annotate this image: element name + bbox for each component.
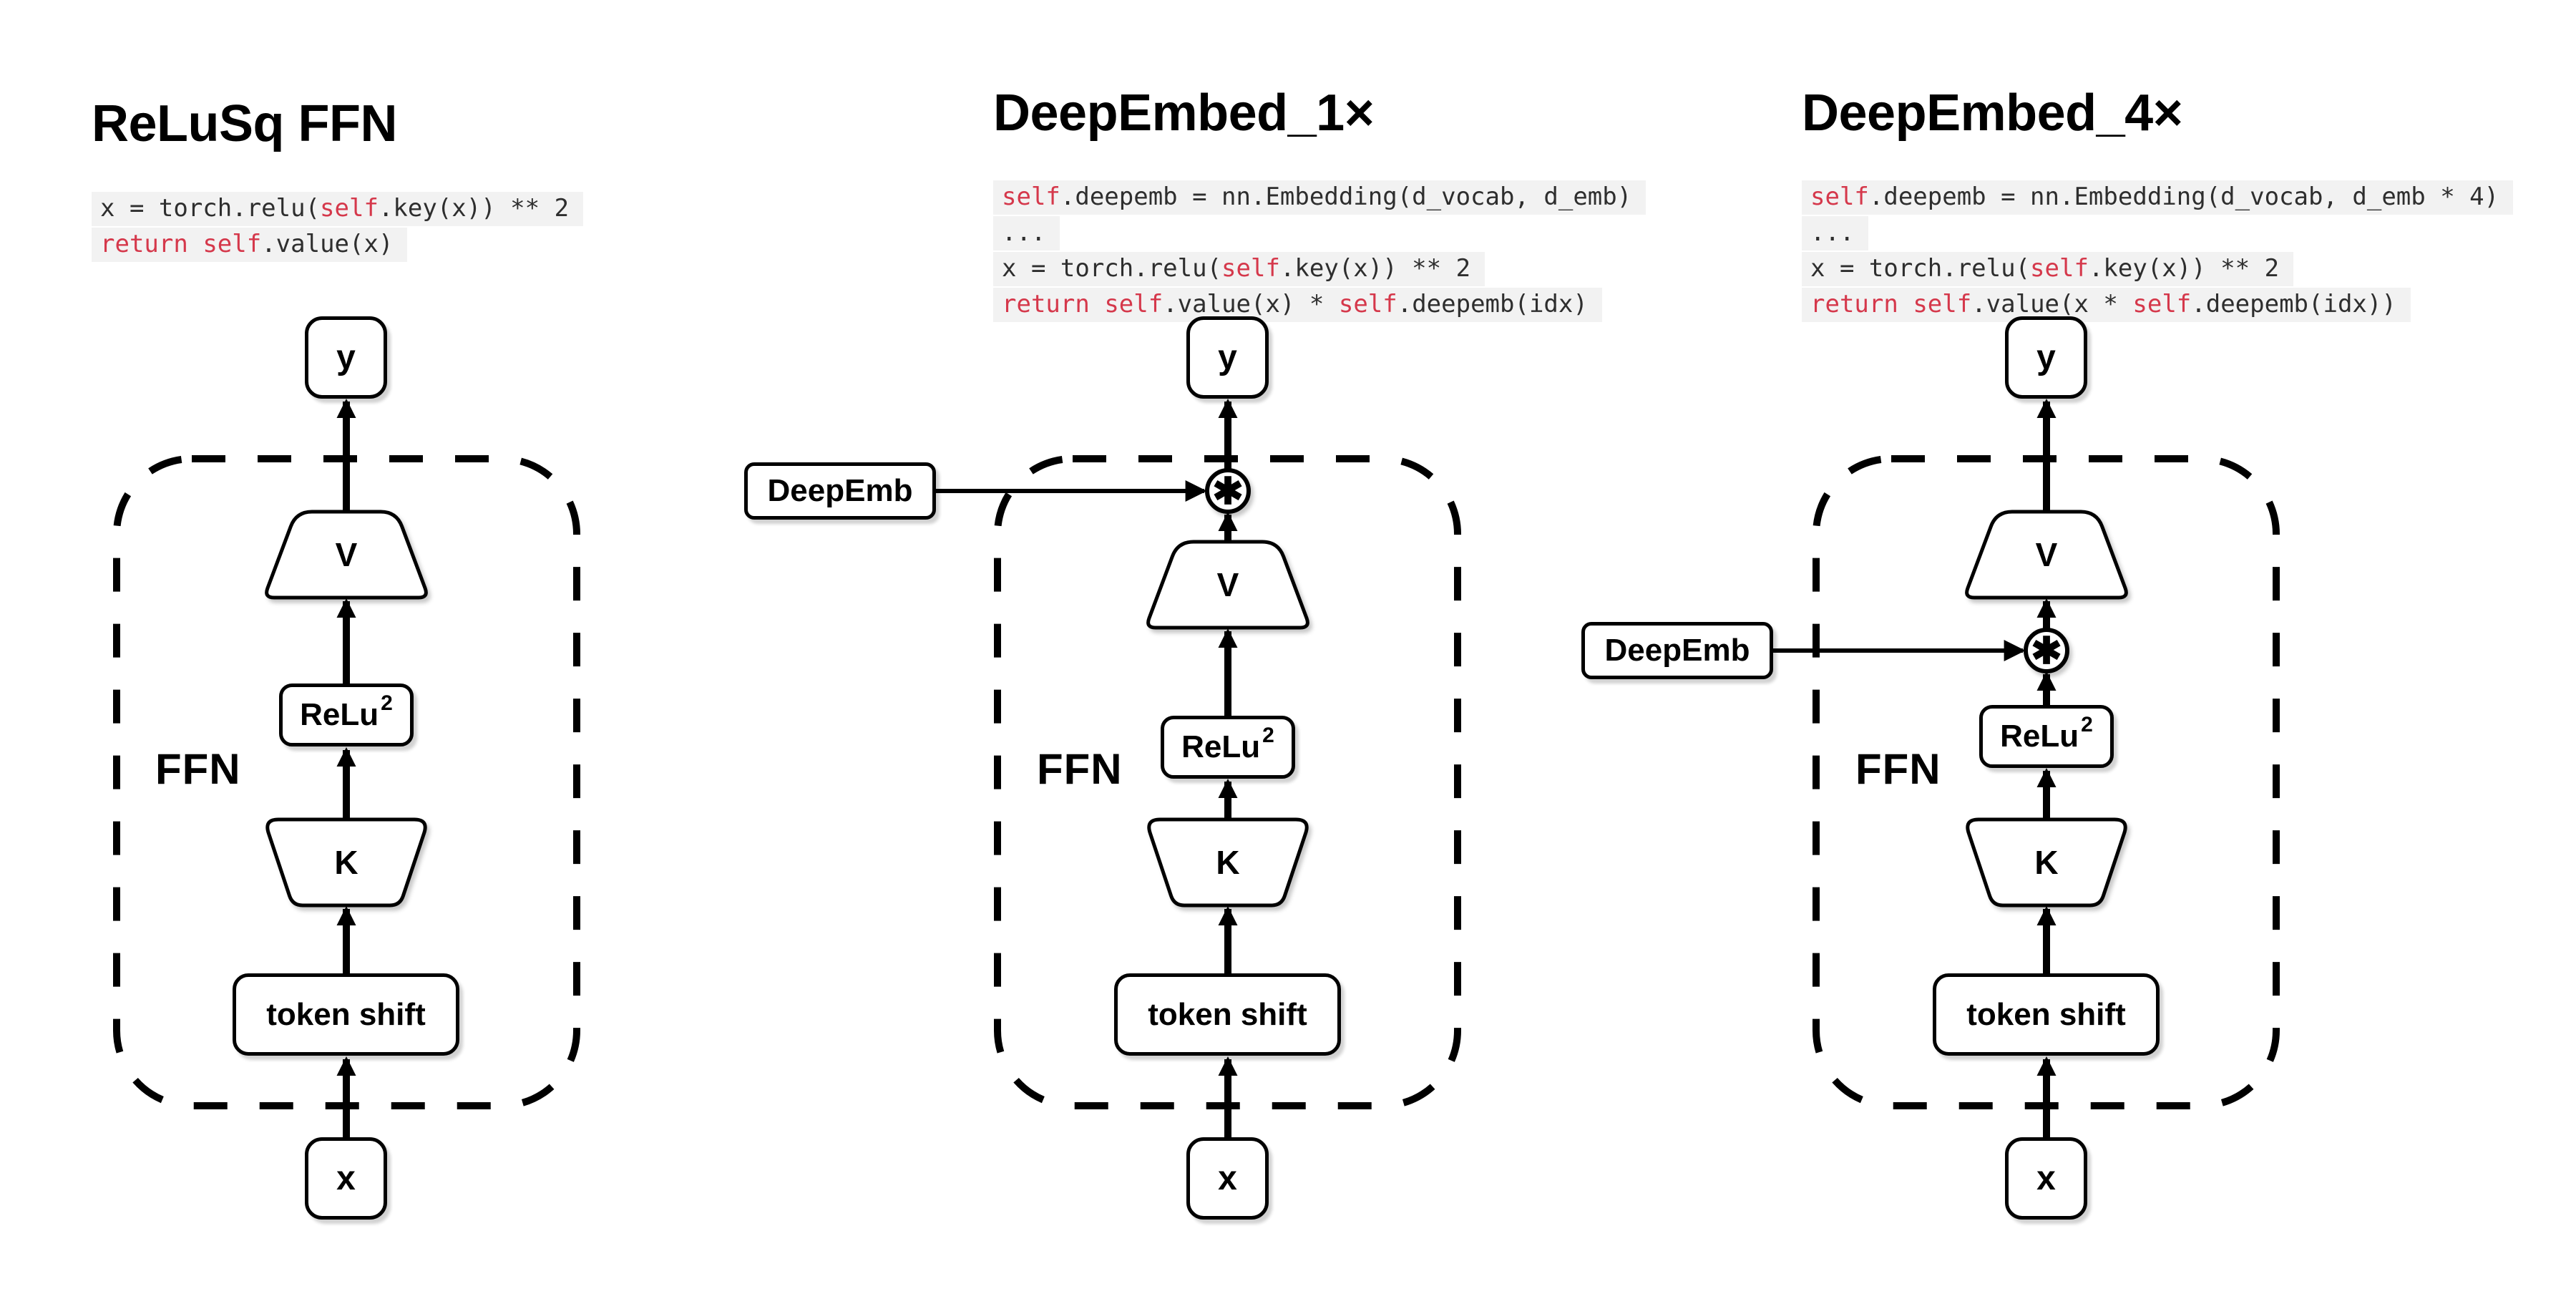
code-keyword: self	[1002, 183, 1060, 211]
p2-v-trapezoid	[1146, 540, 1309, 630]
p1-node-y: y	[305, 316, 387, 399]
code-keyword: return	[100, 230, 188, 258]
p1-relu-base: ReLu	[300, 697, 379, 732]
code-text: .deepemb = nn.Embedding(d_vocab, d_emb *…	[1868, 183, 2499, 211]
code-line: x = torch.relu(self.key(x)) ** 2	[1802, 252, 2294, 286]
p3-k-trapezoid	[1966, 817, 2127, 908]
code-text: ...	[1810, 218, 1855, 247]
code-line: self.deepemb = nn.Embedding(d_vocab, d_e…	[993, 180, 1646, 215]
p2-v-label: V	[1216, 566, 1239, 603]
code-keyword: return	[1810, 290, 1898, 318]
p2-k-label: K	[1216, 844, 1240, 881]
code-text: .key(x)) ** 2	[378, 194, 570, 223]
p1-k-label: K	[334, 844, 358, 881]
p2-relu-sup: 2	[1262, 724, 1274, 747]
code-text	[1090, 290, 1104, 318]
p2-node-token-shift: token shift	[1114, 973, 1341, 1056]
p3-node-token-shift: token shift	[1933, 973, 2160, 1056]
p3-node-x: x	[2005, 1137, 2087, 1220]
p2-ffn-label: FFN	[1037, 745, 1123, 793]
p3-node-y: y	[2005, 316, 2087, 399]
p3-title: DeepEmbed_4×	[1802, 84, 2183, 142]
p3-relu-base: ReLu	[2000, 719, 2079, 754]
code-keyword: self	[320, 194, 379, 223]
code-text: ...	[1002, 218, 1046, 247]
code-keyword: self	[1221, 254, 1280, 283]
code-text: x = torch.relu(	[100, 194, 321, 223]
code-line: ...	[1802, 216, 1869, 250]
code-text: .deepemb(idx)	[1397, 290, 1588, 318]
p2-multiply-circle	[1205, 468, 1251, 514]
code-line: return self.value(x * self.deepemb(idx))	[1802, 288, 2411, 322]
code-text: .value(x *	[1971, 290, 2133, 318]
code-line: self.deepemb = nn.Embedding(d_vocab, d_e…	[1802, 180, 2514, 215]
p1-node-token-shift: token shift	[233, 973, 459, 1056]
code-text: .value(x) *	[1163, 290, 1339, 318]
p3-v-trapezoid	[1965, 510, 2128, 600]
code-line: return self.value(x)	[92, 228, 408, 262]
p3-k-label: K	[2034, 844, 2059, 881]
code-text: .key(x)) ** 2	[1279, 254, 1471, 283]
p1-k-trapezoid	[265, 817, 427, 908]
code-line: x = torch.relu(self.key(x)) ** 2	[993, 252, 1485, 286]
p2-node-x: x	[1186, 1137, 1269, 1220]
p2-k-trapezoid	[1147, 817, 1309, 908]
p1-diagram	[113, 398, 580, 1137]
code-keyword: self	[1913, 290, 1972, 318]
code-text: .key(x)) ** 2	[2088, 254, 2280, 283]
code-keyword: self	[203, 230, 262, 258]
p2-title: DeepEmbed_1×	[993, 84, 1375, 142]
code-keyword: self	[2132, 290, 2192, 318]
p2-multiply-asterisk-icon: ✱	[1212, 471, 1244, 512]
p2-code-block: self.deepemb = nn.Embedding(d_vocab, d_e…	[993, 180, 1646, 324]
p3-ffn-label: FFN	[1855, 745, 1941, 793]
p3-multiply-asterisk-icon: ✱	[2031, 631, 2062, 672]
p3-v-label: V	[2035, 536, 2058, 573]
code-keyword: self	[1810, 183, 1869, 211]
p1-v-trapezoid	[265, 510, 428, 600]
p2-diagram	[936, 398, 1461, 1137]
p1-v-label: V	[335, 536, 358, 573]
p2-deepemb-box: DeepEmb	[744, 462, 936, 520]
p2-node-y: y	[1186, 316, 1269, 399]
p1-ffn-label: FFN	[155, 745, 241, 793]
code-line: return self.value(x) * self.deepemb(idx)	[993, 288, 1602, 322]
p3-deepemb-box: DeepEmb	[1581, 622, 1773, 679]
p2-relu-base: ReLu	[1181, 729, 1261, 764]
p3-relu-sup: 2	[2081, 713, 2093, 736]
p1-title: ReLuSq FFN	[92, 95, 397, 152]
code-keyword: self	[1104, 290, 1163, 318]
p3-diagram	[1773, 398, 2280, 1137]
p1-node-x: x	[305, 1137, 387, 1220]
code-text: x = torch.relu(	[1810, 254, 2031, 283]
code-keyword: self	[2030, 254, 2089, 283]
code-text: .deepemb(idx))	[2191, 290, 2396, 318]
code-text: .value(x)	[261, 230, 394, 258]
p3-multiply-circle	[2024, 628, 2069, 673]
code-line: ...	[993, 216, 1060, 250]
code-keyword: return	[1002, 290, 1090, 318]
p1-relu-sup: 2	[381, 691, 393, 715]
code-text: .deepemb = nn.Embedding(d_vocab, d_emb)	[1060, 183, 1632, 211]
code-line: x = torch.relu(self.key(x)) ** 2	[92, 192, 584, 226]
code-text	[188, 230, 203, 258]
p3-code-block: self.deepemb = nn.Embedding(d_vocab, d_e…	[1802, 180, 2514, 324]
code-text	[1898, 290, 1913, 318]
code-keyword: self	[1338, 290, 1397, 318]
code-text: x = torch.relu(	[1002, 254, 1222, 283]
